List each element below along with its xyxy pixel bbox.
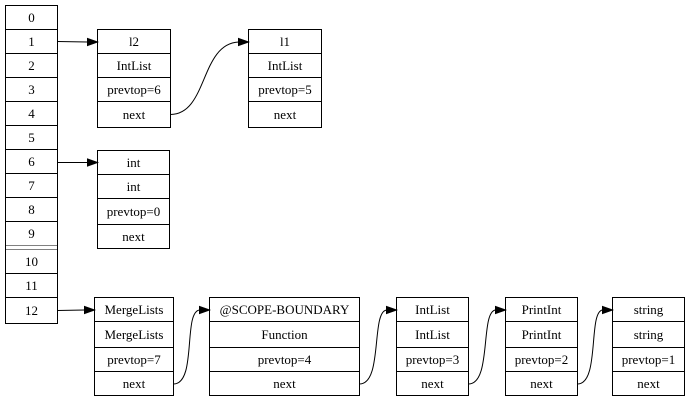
stack-slot-label: 0: [28, 10, 35, 25]
record-prevtop: prevtop=7: [107, 352, 161, 367]
record-type: int: [127, 179, 141, 194]
record-l1: l1 IntList prevtop=5 next: [248, 29, 322, 128]
edge-merge-next-to-scope: [173, 305, 212, 385]
stack-column-filler: [5, 245, 58, 250]
record-name: l1: [280, 34, 290, 49]
edges: [57, 37, 615, 385]
record-string-next: next: [637, 376, 660, 391]
record-prevtop: prevtop=5: [258, 82, 312, 97]
record-intlist-next: next: [421, 376, 444, 391]
record-type: MergeLists: [105, 327, 164, 342]
record-merge: MergeLists MergeLists prevtop=7 next: [94, 297, 174, 396]
record-type: Function: [261, 327, 308, 342]
stack-slot-6: 6: [5, 149, 58, 174]
stack-slot-2: 2: [5, 53, 58, 78]
record-name: l2: [129, 34, 139, 49]
record-type: string: [634, 327, 664, 342]
stack-slot-label: 8: [28, 202, 35, 217]
edge-intlist-next-to-printint: [468, 305, 508, 385]
edge-slot1-to-l2: [57, 37, 100, 47]
edge-scope-next-to-intlist: [359, 305, 399, 385]
record-type: IntList: [117, 58, 152, 73]
stack-slot-label: 12: [25, 303, 38, 318]
record-int: int int prevtop=0 next: [97, 150, 170, 249]
record-scope: @SCOPE-BOUNDARY Function prevtop=4 next: [209, 297, 360, 396]
record-intlist: IntList IntList prevtop=3 next: [396, 297, 469, 396]
record-l2: l2 IntList prevtop=6 next: [97, 29, 171, 128]
record-scope-next: next: [273, 376, 296, 391]
stack-slot-3: 3: [5, 77, 58, 102]
record-type: IntList: [415, 327, 450, 342]
stack-slot-7: 7: [5, 173, 58, 198]
record-type: PrintInt: [522, 327, 562, 342]
stack-slot-8: 8: [5, 197, 58, 222]
stack-slot-label: 10: [25, 254, 38, 269]
stack-slot-10: 10: [5, 249, 58, 274]
edge-slot12-to-merge: [57, 305, 97, 315]
stack-slot-label: 7: [28, 178, 35, 193]
stack-column: 0 1 2 3 4 5 6 7: [5, 5, 58, 324]
edge-slot6-to-int: [57, 158, 100, 167]
record-prevtop: prevtop=1: [622, 352, 676, 367]
record-l1-next: next: [274, 107, 297, 122]
record-l2-next: next: [123, 107, 146, 122]
record-prevtop: prevtop=2: [515, 352, 569, 367]
record-merge-next: next: [123, 376, 146, 391]
stack-slot-label: 1: [28, 34, 35, 49]
stack-slot-label: 2: [28, 58, 35, 73]
stack-slot-5: 5: [5, 125, 58, 150]
record-prevtop: prevtop=3: [406, 352, 460, 367]
stack-slot-label: 4: [28, 106, 35, 121]
stack-slot-11: 11: [5, 273, 58, 298]
stack-slot-label: 6: [28, 154, 35, 169]
record-prevtop: prevtop=6: [107, 82, 161, 97]
record-name: IntList: [415, 302, 450, 317]
stack-slot-label: 3: [28, 82, 35, 97]
record-name: PrintInt: [522, 302, 562, 317]
stack-slot-label: 11: [25, 278, 38, 293]
record-name: @SCOPE-BOUNDARY: [220, 302, 350, 317]
stack-slot-12: 12: [5, 297, 58, 324]
stack-slot-0: 0: [5, 5, 58, 30]
stack-slot-label: 5: [28, 130, 35, 145]
stack-slot-9: 9: [5, 221, 58, 246]
record-prevtop: prevtop=0: [107, 204, 161, 219]
stack-slot-label: 9: [28, 226, 35, 241]
record-name: string: [634, 302, 664, 317]
record-string: string string prevtop=1 next: [612, 297, 685, 396]
record-name: int: [127, 155, 141, 170]
record-printint: PrintInt PrintInt prevtop=2 next: [505, 297, 578, 396]
record-int-next: next: [122, 229, 145, 244]
stack-slot-1: 1: [5, 29, 58, 54]
record-type: IntList: [268, 58, 303, 73]
edge-l2-next-to-l1: [170, 37, 251, 115]
record-name: MergeLists: [105, 302, 164, 317]
stack-slot-4: 4: [5, 101, 58, 126]
record-prevtop: prevtop=4: [258, 352, 312, 367]
edge-printint-next-to-string: [577, 305, 615, 385]
record-printint-next: next: [530, 376, 553, 391]
